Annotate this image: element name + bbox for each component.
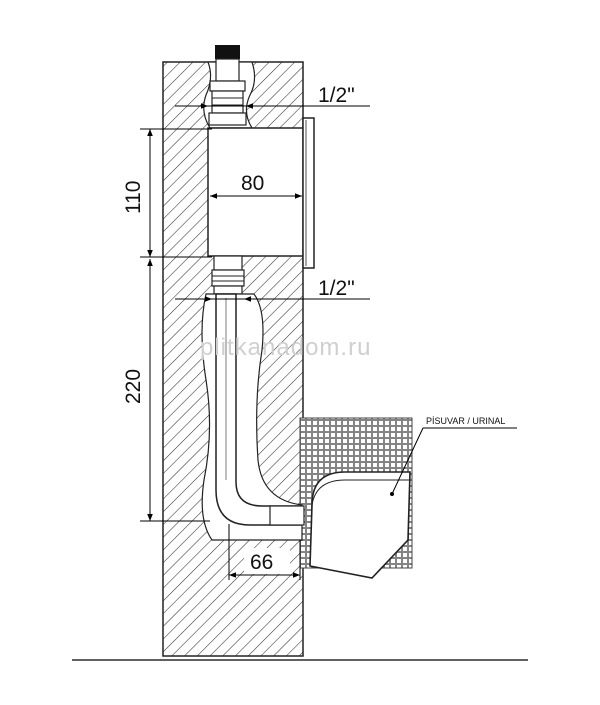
- dim-outlet-offset: 66: [228, 524, 301, 580]
- valve-height-label: 110: [122, 181, 145, 214]
- outlet-stub: [269, 505, 305, 526]
- dim-outlet-thread: 1/2": [175, 277, 370, 302]
- dim-valve-height: 110: [122, 128, 212, 258]
- dim-valve-width: 80: [210, 172, 302, 199]
- urinal-callout-label: PİSUVAR / URINAL: [426, 416, 505, 426]
- flush-valve-box: [207, 117, 315, 269]
- valve-width-label: 80: [241, 172, 264, 195]
- inlet-thread-label: 1/2": [318, 84, 355, 107]
- inlet-pipe: [208, 45, 247, 126]
- watermark: plitkanadom.ru: [200, 334, 371, 361]
- urinal-callout: PİSUVAR / URINAL: [390, 416, 517, 496]
- dim-inlet-thread: 1/2": [175, 84, 370, 109]
- outlet-thread-label: 1/2": [318, 277, 355, 300]
- pipe-drop-label: 220: [122, 369, 145, 404]
- urinal-top: [311, 479, 410, 506]
- dim-pipe-drop: 220: [122, 259, 210, 522]
- outlet-fitting: [211, 255, 245, 295]
- outlet-offset-label: 66: [250, 551, 273, 574]
- urinal: [309, 471, 411, 579]
